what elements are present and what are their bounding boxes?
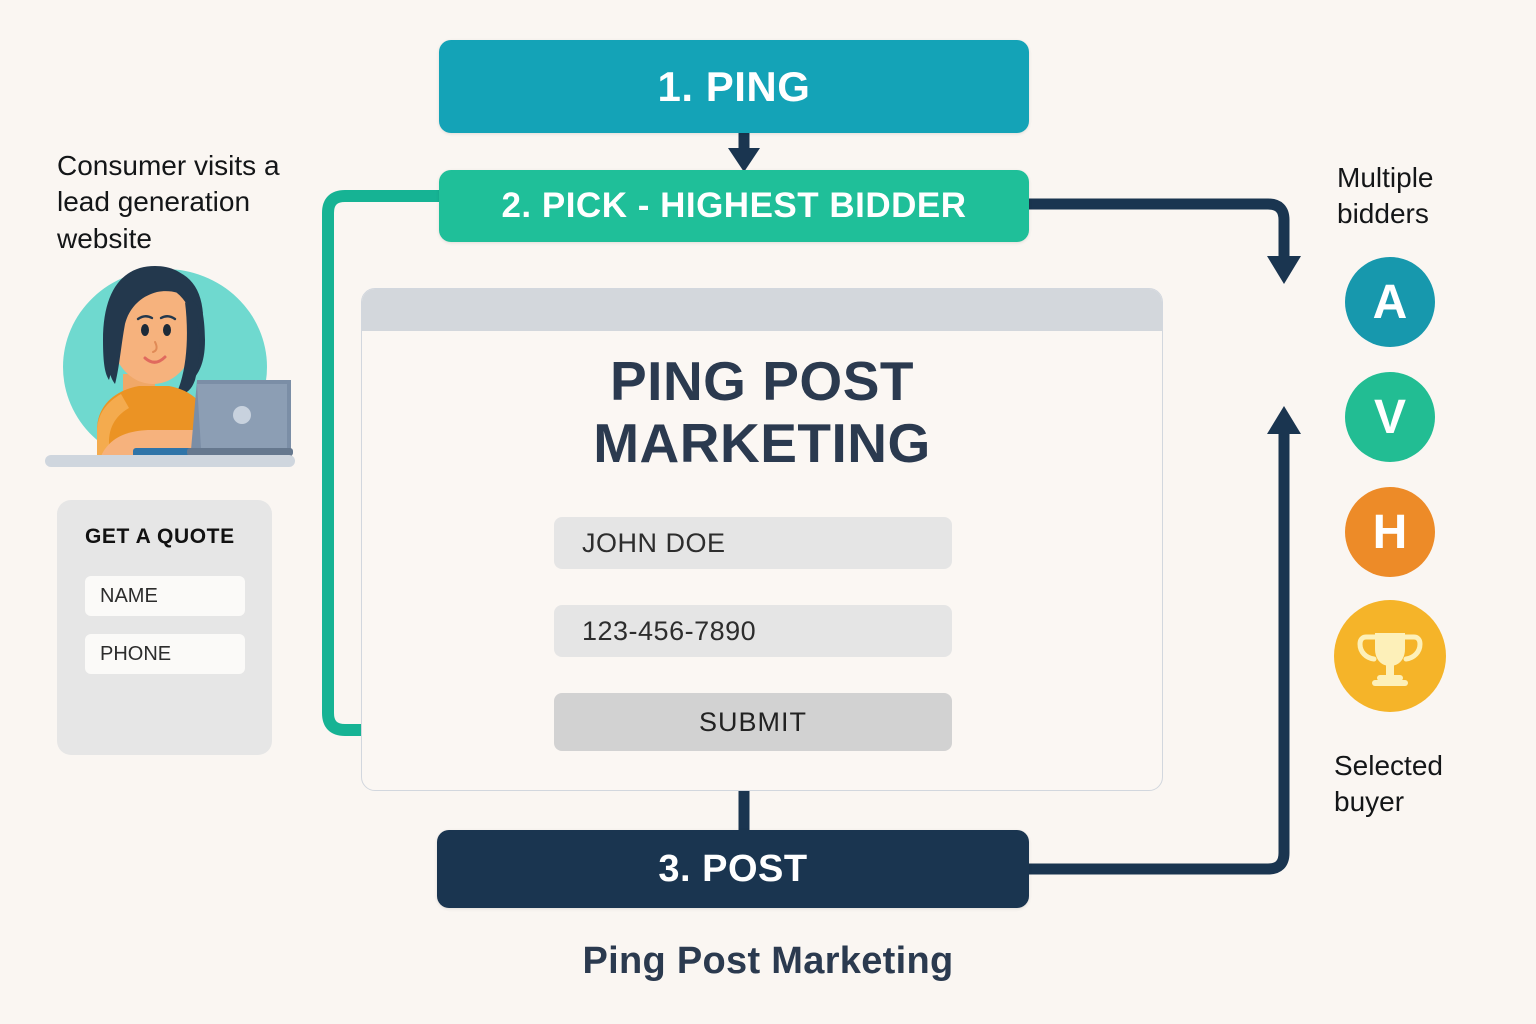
- multiple-bidders-label: Multiple bidders: [1337, 162, 1434, 229]
- flow-step-post[interactable]: 3. POST: [437, 830, 1029, 908]
- flow-step-post-label: 3. POST: [658, 847, 808, 890]
- site-name-value: JOHN DOE: [582, 527, 726, 558]
- flow-step-pick-label: 2. PICK - HIGHEST BIDDER: [501, 186, 967, 225]
- woman-at-laptop-illustration: [45, 266, 295, 467]
- bidder-circle-a[interactable]: A: [1345, 257, 1435, 347]
- quote-name-field[interactable]: NAME: [85, 576, 245, 616]
- consumer-caption: Consumer visits a lead generation websit…: [57, 150, 280, 254]
- bidder-circle-a-letter: A: [1372, 275, 1408, 329]
- flow-step-ping-label: 1. PING: [657, 62, 811, 110]
- submit-button[interactable]: SUBMIT: [554, 693, 952, 751]
- trophy-icon: [1357, 633, 1423, 686]
- browser-titlebar[interactable]: [362, 289, 1162, 331]
- site-name-input[interactable]: JOHN DOE: [554, 517, 952, 569]
- get-a-quote-card: GET A QUOTE NAME PHONE: [57, 500, 272, 755]
- flow-step-ping[interactable]: 1. PING: [439, 40, 1029, 133]
- submit-button-label: SUBMIT: [698, 706, 807, 737]
- quote-phone-label: PHONE: [100, 642, 172, 665]
- bidder-circle-h[interactable]: H: [1345, 487, 1435, 577]
- quote-name-label: NAME: [100, 584, 158, 607]
- bidder-circle-v[interactable]: V: [1345, 372, 1435, 462]
- browser-window: PING POST MARKETING JOHN DOE 123-456-789…: [361, 288, 1163, 791]
- figure-caption: Ping Post Marketing: [582, 940, 954, 982]
- site-title-line-2: MARKETING: [593, 411, 931, 474]
- bidder-circle-v-letter: V: [1373, 390, 1406, 444]
- selected-buyer-label: Selected buyer: [1334, 750, 1443, 817]
- arrow-ping-to-pick: [728, 133, 760, 172]
- site-phone-input[interactable]: 123-456-7890: [554, 605, 952, 657]
- site-phone-value: 123-456-7890: [582, 615, 757, 646]
- site-title-line-1: PING POST: [610, 350, 914, 412]
- get-a-quote-title: GET A QUOTE: [85, 525, 235, 548]
- selected-buyer-circle[interactable]: [1334, 600, 1446, 712]
- flow-step-pick[interactable]: 2. PICK - HIGHEST BIDDER: [439, 170, 1029, 242]
- arrow-pick-to-bidders: [1029, 198, 1301, 284]
- site-title: PING POST MARKETING: [362, 350, 1162, 474]
- quote-phone-field[interactable]: PHONE: [85, 634, 245, 674]
- bidder-circle-h-letter: H: [1372, 505, 1408, 559]
